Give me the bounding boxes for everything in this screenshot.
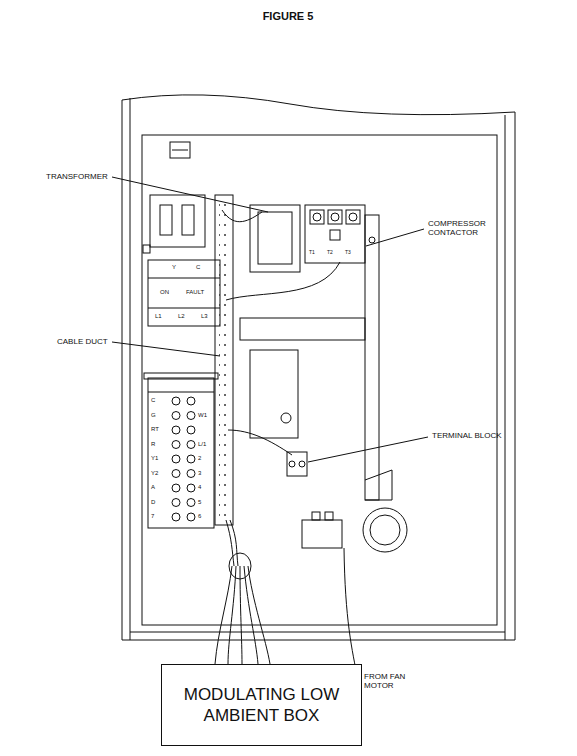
terminal-name: R: [151, 441, 155, 448]
contactor-terminal: T2: [327, 250, 333, 256]
callout-label: TRANSFORMER: [46, 172, 108, 181]
terminal-screw: [172, 441, 180, 449]
figure-title: FIGURE 5: [263, 10, 314, 22]
terminal-screw: [187, 470, 195, 478]
terminal-screw: [187, 426, 195, 434]
control-box: MODULATING LOW AMBIENT BOX: [161, 664, 362, 746]
terminal-number: 2: [198, 455, 201, 462]
terminal-name: RT: [151, 426, 159, 433]
terminal-name: G: [151, 412, 156, 419]
terminal-name: D: [151, 499, 155, 506]
monitor-text: ON: [160, 289, 169, 296]
terminal-screw: [187, 397, 195, 405]
monitor-text: L2: [178, 313, 185, 320]
terminal-name: A: [151, 484, 155, 491]
terminal-screw: [187, 441, 195, 449]
box-text: MODULATING LOW AMBIENT BOX: [162, 678, 361, 733]
monitor-text: C: [196, 264, 200, 271]
callout-label: FROM FAN MOTOR: [364, 672, 416, 690]
terminal-number: W1: [198, 412, 207, 419]
terminal-number: L/1: [198, 441, 206, 448]
terminal-screw: [172, 426, 180, 434]
terminal-screw: [172, 397, 180, 405]
terminal-number: 5: [198, 499, 201, 506]
terminal-screw: [187, 513, 195, 521]
callout-label: TERMINAL BLOCK: [432, 431, 502, 440]
terminal-number: 4: [198, 484, 201, 491]
callout-label: COMPRESSOR CONTACTOR: [428, 219, 508, 237]
terminal-name: Y1: [151, 455, 158, 462]
contactor-terminal: T1: [309, 250, 315, 256]
monitor-text: L1: [155, 313, 162, 320]
callout-label: CABLE DUCT: [57, 337, 108, 346]
terminal-screw: [187, 499, 195, 507]
terminal-screw: [172, 412, 180, 420]
monitor-text: L3: [201, 313, 208, 320]
terminal-screw: [172, 499, 180, 507]
terminal-number: 3: [198, 470, 201, 477]
monitor-text: Y: [172, 264, 176, 271]
terminal-screw: [187, 484, 195, 492]
monitor-text: FAULT: [186, 289, 204, 296]
terminal-screw: [172, 455, 180, 463]
terminal-screw: [187, 455, 195, 463]
terminal-name: C: [151, 397, 155, 404]
terminal-screw: [172, 513, 180, 521]
terminal-screw: [187, 412, 195, 420]
terminal-screw: [172, 470, 180, 478]
contactor-terminal: T3: [345, 250, 351, 256]
terminal-number: 6: [198, 513, 201, 520]
terminal-name: 7: [151, 513, 154, 520]
terminal-screw: [172, 484, 180, 492]
terminal-name: Y2: [151, 470, 158, 477]
